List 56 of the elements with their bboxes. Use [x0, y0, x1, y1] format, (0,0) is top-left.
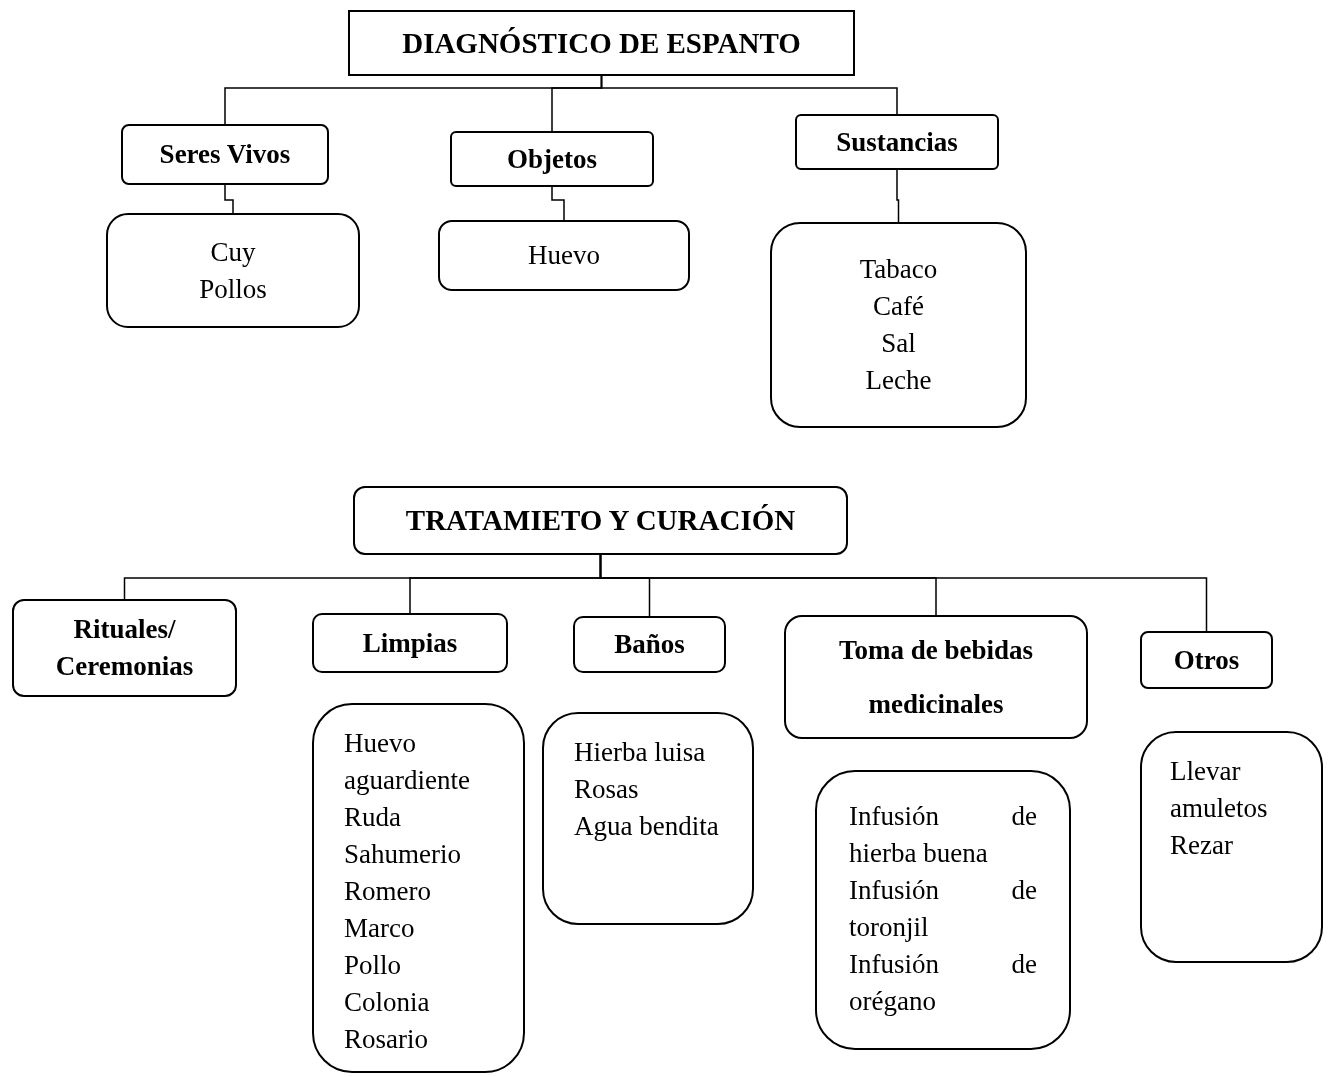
- list-item: Tabaco: [858, 253, 939, 286]
- category-label: Toma de bebidas medicinales: [837, 634, 1035, 721]
- list-item: Pollos: [198, 272, 268, 306]
- list-item: Romero: [344, 875, 432, 908]
- title-text: DIAGNÓSTICO DE ESPANTO: [401, 25, 802, 61]
- list-item: Cuy: [209, 235, 257, 269]
- category-label: Seres Vivos: [158, 138, 292, 171]
- rounded-list-box: [438, 220, 690, 291]
- category-label: Baños: [613, 628, 686, 661]
- category-box: [1140, 631, 1273, 689]
- list-item: Rosario: [344, 1023, 429, 1056]
- list-item: Pollo: [344, 949, 403, 982]
- list-item: Colonia: [344, 986, 431, 1019]
- rounded-list-box: [1140, 731, 1323, 963]
- list-item: Agua bendita: [574, 810, 720, 843]
- category-box: [450, 131, 654, 187]
- category-box: [784, 615, 1088, 739]
- list-item: Café: [872, 290, 925, 323]
- list-item: Infusión de hierba buena: [849, 800, 1037, 870]
- rounded-list-box: [542, 712, 754, 925]
- category-label: Otros: [1172, 643, 1241, 677]
- rounded-list-box: [106, 213, 360, 328]
- list-item: Huevo: [344, 727, 417, 760]
- category-label: Limpias: [361, 626, 459, 660]
- connector-line: [600, 75, 898, 115]
- rounded-list-box: [312, 703, 525, 1073]
- connector-line: [551, 186, 565, 221]
- list-item: Rosas: [574, 773, 640, 806]
- list-item: Sal: [880, 327, 917, 360]
- category-box: [795, 114, 999, 170]
- list-item: Infusión de toronjil: [849, 874, 1037, 944]
- category-box: [12, 599, 237, 697]
- category-label: Objetos: [506, 142, 598, 176]
- list-item: Ruda: [344, 801, 402, 834]
- list-item: Llevar amuletos: [1170, 755, 1269, 825]
- category-box: [312, 613, 508, 673]
- list-item: Rezar: [1170, 829, 1234, 862]
- category-label: Sustancias: [835, 125, 959, 159]
- rounded-list-box: [815, 770, 1071, 1050]
- rounded-list-box: [770, 222, 1027, 428]
- connector-line: [599, 554, 1208, 632]
- category-box: [121, 124, 329, 185]
- list-item: Huevo: [527, 239, 601, 272]
- list-item: Leche: [864, 364, 933, 397]
- list-item: aguardiente: [344, 764, 471, 797]
- list-item: Sahumerio: [344, 838, 462, 871]
- list-item: Marco: [344, 912, 416, 945]
- connector-line: [224, 184, 234, 214]
- list-item: Infusión de orégano: [849, 948, 1037, 1018]
- title-box: [353, 486, 848, 555]
- title-box: [348, 10, 855, 76]
- category-label: Rituales/ Ceremonias: [54, 613, 195, 683]
- connector-line: [896, 169, 900, 223]
- category-box: [573, 616, 726, 673]
- title-text: TRATAMIETO Y CURACIÓN: [404, 503, 797, 538]
- list-item: Hierba luisa: [574, 736, 707, 769]
